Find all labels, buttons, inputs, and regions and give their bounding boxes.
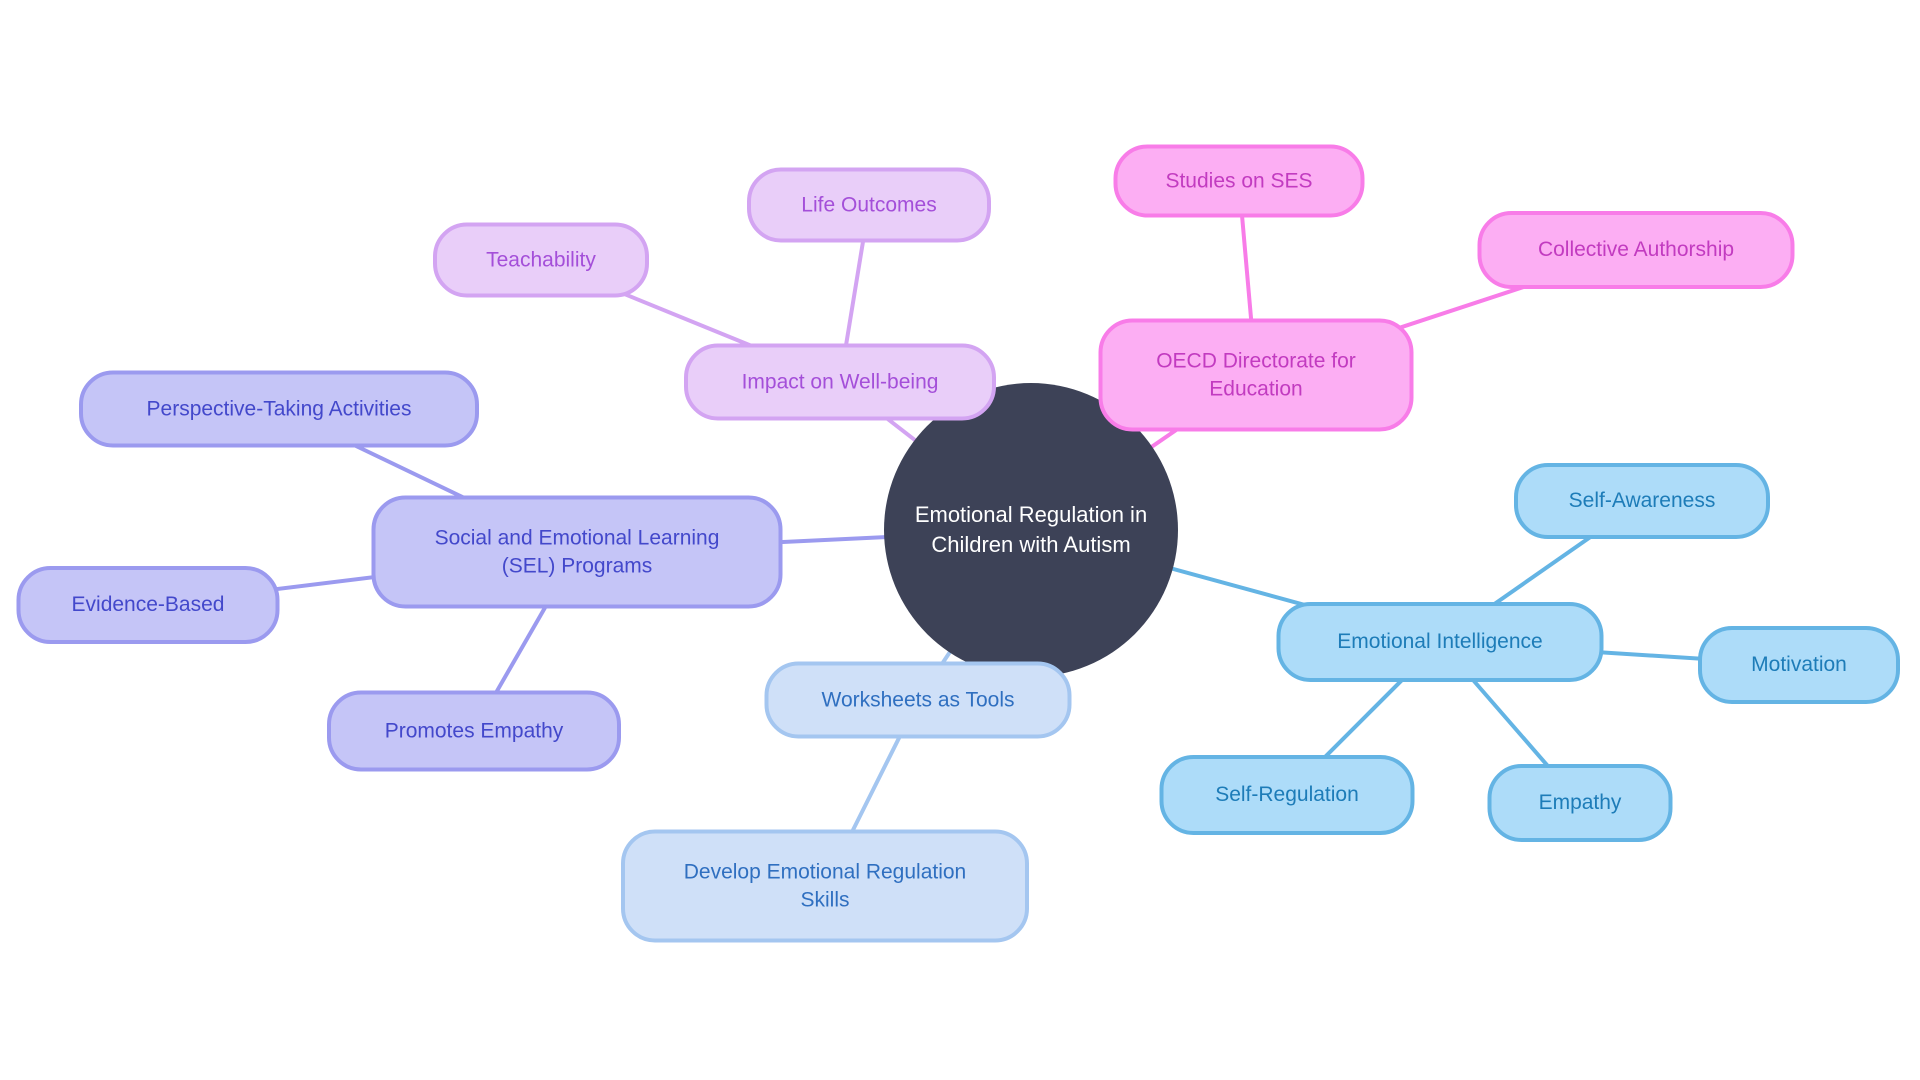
- node-empathy: Empathy: [1487, 764, 1673, 842]
- node-collective-authorship: Collective Authorship: [1477, 211, 1795, 289]
- node-emotional-intelligence: Emotional Intelligence: [1276, 602, 1604, 682]
- node-evidence-based: Evidence-Based: [16, 566, 280, 644]
- node-perspective-taking: Perspective-Taking Activities: [79, 370, 479, 448]
- node-life-outcomes: Life Outcomes: [747, 167, 991, 243]
- node-sel-programs: Social and Emotional Learning (SEL) Prog…: [371, 495, 783, 609]
- node-teachability: Teachability: [433, 222, 649, 298]
- node-develop-skills: Develop Emotional Regulation Skills: [621, 829, 1029, 943]
- node-studies-ses: Studies on SES: [1113, 144, 1365, 218]
- node-center-topic: Emotional Regulation in Children with Au…: [884, 383, 1178, 677]
- node-impact-wellbeing: Impact on Well-being: [684, 343, 996, 421]
- node-self-awareness: Self-Awareness: [1514, 463, 1770, 539]
- node-worksheets: Worksheets as Tools: [764, 661, 1072, 739]
- node-oecd: OECD Directorate for Education: [1098, 318, 1414, 432]
- node-promotes-empathy: Promotes Empathy: [327, 690, 621, 772]
- node-self-regulation: Self-Regulation: [1159, 755, 1415, 835]
- node-motivation: Motivation: [1698, 626, 1900, 704]
